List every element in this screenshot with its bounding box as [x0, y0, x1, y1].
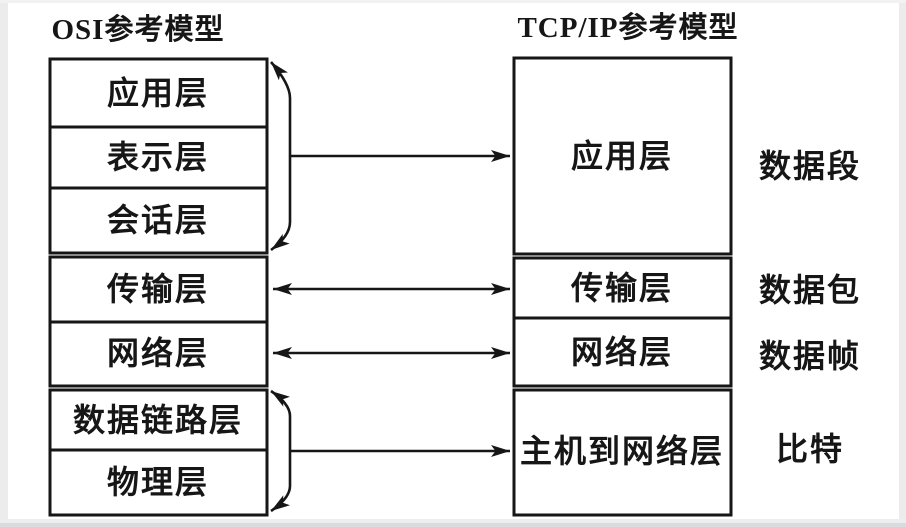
- osi-layer-box-transport: [48, 255, 269, 324]
- osi-layer-box-network: [48, 320, 269, 388]
- connection-arrows: [270, 61, 510, 513]
- osi-layer-label-network: 网络层: [107, 335, 209, 371]
- tcpip-layer-box-hostnetwork: [512, 388, 733, 517]
- data-unit-labels: 数据段 数据包 数据帧 比特: [759, 148, 861, 467]
- data-unit-label-bit: 比特: [776, 431, 844, 467]
- osi-layer-label-session: 会话层: [107, 202, 209, 238]
- osi-layer-label-application: 应用层: [107, 75, 209, 111]
- data-unit-label-frame: 数据帧: [759, 338, 861, 374]
- tcpip-layer-box-network: [512, 316, 733, 388]
- brace-osi-lower-layers-bottom-arrow-icon: [270, 451, 292, 513]
- osi-layer-label-transport: 传输层: [106, 271, 209, 307]
- osi-lower-group-box: [48, 388, 269, 517]
- osi-layer-label-physical: 物理层: [107, 464, 209, 500]
- brace-osi-upper-layers-bottom-arrow-icon: [270, 156, 292, 252]
- osi-model-title: OSI参考模型: [52, 12, 225, 46]
- brace-osi-lower-layers-top-arrow-icon: [270, 389, 292, 451]
- tcpip-layer-label-application: 应用层: [571, 138, 673, 174]
- osi-upper-group-box: [48, 57, 269, 255]
- data-unit-label-segment: 数据段: [759, 148, 861, 184]
- osi-model-column: 应用层 表示层 会话层 传输层 网络层 数据链路层 物理层: [48, 57, 269, 517]
- data-unit-label-packet: 数据包: [759, 272, 861, 308]
- tcpip-layer-label-transport: 传输层: [570, 270, 673, 306]
- tcpip-layer-label-hostnetwork: 主机到网络层: [520, 433, 724, 469]
- brace-osi-upper-layers-top-arrow-icon: [270, 61, 292, 156]
- tcpip-layer-box-application: [512, 56, 733, 256]
- tcpip-layer-label-network: 网络层: [571, 334, 673, 370]
- tcpip-model-column: 应用层 传输层 网络层 主机到网络层: [512, 56, 733, 517]
- osi-layer-label-presentation: 表示层: [107, 139, 209, 175]
- tcpip-model-title: TCP/IP参考模型: [517, 10, 738, 44]
- osi-layer-label-datalink: 数据链路层: [73, 402, 243, 438]
